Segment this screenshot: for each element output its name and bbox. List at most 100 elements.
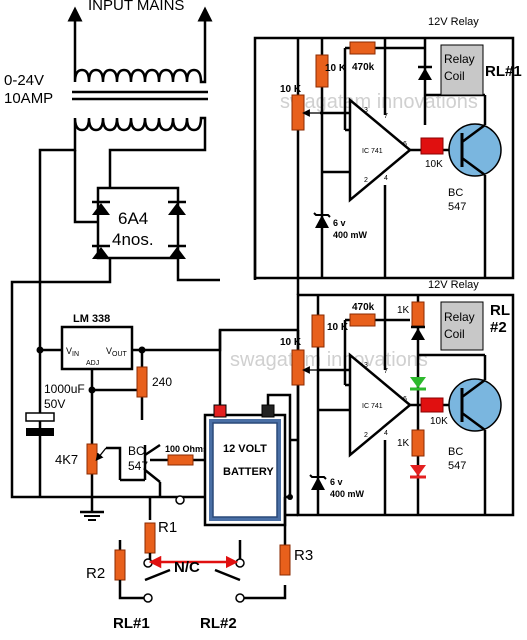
s2-r1k-bottom-label: 1K (397, 438, 410, 449)
bridge-diode-tr-icon (168, 203, 186, 215)
s2-opamp-label: IC 741 (362, 403, 383, 410)
s1-pin6: 6 (403, 141, 407, 148)
r2-label: R2 (86, 565, 105, 582)
pot-wiper-icon (95, 447, 107, 462)
s2-pot-10k (291, 349, 305, 386)
s2-rl-label-a: RL (490, 302, 510, 319)
s1-relay-title: 12V Relay (428, 16, 479, 28)
s1-pin7: 7 (384, 113, 388, 120)
transistor-left: BC 547 (128, 443, 161, 483)
s1-relay-coil (440, 44, 484, 96)
s2-pin7: 7 (384, 368, 388, 375)
s1-rl-label: RL#1 (485, 63, 522, 80)
watermark-top: swagatam innovations (280, 91, 478, 113)
resistor-240-label: 240 (152, 375, 172, 389)
rl1-label: RL#1 (113, 615, 150, 632)
s2-flyback-diode-icon (411, 328, 425, 340)
regulator-vout-label: VOUT (106, 346, 128, 358)
s2-tr-num: 547 (448, 460, 466, 472)
s1-r470k-label: 470k (352, 62, 375, 73)
primary-coil (73, 65, 207, 84)
s2-pin4: 4 (384, 430, 388, 437)
s2-pin2: 2 (364, 432, 368, 439)
s1-zener-p: 400 mW (333, 230, 368, 240)
resistor-240 (136, 366, 148, 398)
s2-pin3: 3 (364, 362, 368, 369)
s2-relay-coil (440, 301, 484, 351)
s1-pot-10k (291, 94, 305, 131)
s1-flyback-diode-icon (418, 68, 432, 80)
s2-base-r-label: 10K (430, 416, 448, 427)
resistor-100-ohm (167, 454, 194, 466)
s1-relay-line2: Coil (444, 69, 465, 83)
s1-tr-label: BC (448, 187, 463, 199)
pot-label: 4K7 (55, 452, 78, 467)
battery-negative-terminal (261, 404, 275, 418)
s2-pin6: 6 (403, 396, 407, 403)
bridge-diode-tl-icon (92, 203, 110, 215)
mains-rating-amps: 10AMP (4, 90, 53, 107)
battery: 12 VOLT BATTERY (203, 404, 287, 527)
s1-pin2: 2 (364, 177, 368, 184)
resistor-r3 (279, 544, 291, 576)
comparator-stage-2: 10 K 10 K 470k IC 741 3 7 2 4 6 6 v 400 … (280, 278, 515, 517)
potentiometer-4k7 (86, 443, 98, 475)
regulator-adj-label: ADJ (86, 360, 99, 367)
s2-red-led-icon (410, 465, 426, 476)
s2-rl-label-b: #2 (490, 319, 507, 336)
mains-rating-volts: 0-24V (4, 72, 44, 89)
cap-value: 1000uF (44, 382, 85, 396)
s1-opamp (348, 97, 412, 203)
bridge-part: 6A4 (118, 209, 148, 228)
s1-resistor-470k (349, 41, 376, 55)
s1-pot-label: 10 K (280, 84, 302, 95)
s1-tr-num: 547 (448, 201, 466, 213)
s2-resistor-1k-top (411, 301, 425, 327)
s2-base-resistor (420, 397, 444, 413)
s2-resistor-470k (349, 313, 376, 327)
regulator-part: LM 338 (73, 313, 110, 325)
resistor-r1 (144, 522, 156, 554)
s2-resistor-10k (311, 314, 325, 348)
s2-r1k-top-label: 1K (397, 305, 410, 316)
battery-line1: 12 VOLT (223, 443, 267, 455)
s1-r10k-label: 10 K (325, 63, 347, 74)
s2-zener-p: 400 mW (330, 489, 365, 499)
filter-capacitor: 1000uF 50V (25, 382, 85, 436)
s2-resistor-1k-bottom (411, 429, 425, 457)
r1-label: R1 (158, 519, 177, 536)
s1-relay-line1: Relay (444, 52, 475, 66)
lm338-regulator: LM 338 VIN VOUT ADJ (60, 313, 134, 371)
s2-relay-line1: Relay (444, 310, 475, 324)
bridge-rectifier: 6A4 4nos. (92, 186, 186, 260)
s1-zener-v: 6 v (333, 218, 346, 228)
resistor-r2 (114, 549, 126, 581)
s2-zener-v: 6 v (330, 477, 343, 487)
cap-voltage: 50V (44, 397, 65, 411)
secondary-coil (73, 116, 207, 132)
battery-positive-terminal (213, 404, 227, 418)
s2-tr-label: BC (448, 446, 463, 458)
resistor-100-label: 100 Ohms (165, 444, 208, 454)
bridge-diode-br-icon (168, 247, 186, 259)
rl2-label: RL#2 (200, 615, 237, 632)
transistor-left-num: 547 (128, 459, 148, 473)
s2-r470k-label: 470k (352, 302, 375, 313)
nc-label: N/C (174, 559, 200, 576)
battery-line2: BATTERY (223, 466, 274, 478)
regulator-vin-label: VIN (66, 346, 79, 358)
r3-label: R3 (294, 547, 313, 564)
s2-pot-label: 10 K (280, 337, 302, 348)
s1-pin4: 4 (384, 175, 388, 182)
s2-relay-line2: Coil (444, 327, 465, 341)
transistor-left-label: BC (128, 444, 145, 458)
s2-relay-title: 12V Relay (428, 279, 479, 291)
watermark-bottom: swagatam innovations (230, 349, 428, 371)
transformer: INPUT MAINS 0-24V 10AMP (4, 0, 213, 132)
s1-base-resistor (420, 137, 444, 155)
s1-opamp-label: IC 741 (362, 148, 383, 155)
s1-resistor-10k (315, 54, 329, 88)
s1-pin3: 3 (364, 107, 368, 114)
s2-r10k-label: 10 K (327, 322, 349, 333)
